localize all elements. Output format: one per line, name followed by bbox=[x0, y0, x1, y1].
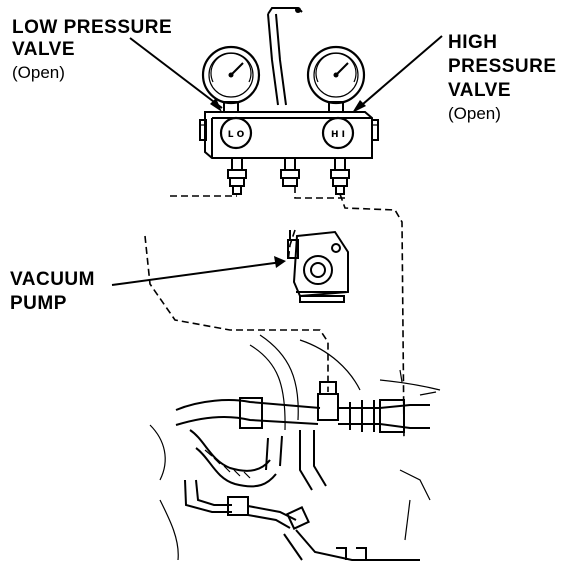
high-pressure-valve-title-line1: HIGH bbox=[448, 32, 498, 53]
low-pressure-valve-title-line2: VALVE bbox=[12, 39, 76, 60]
low-pressure-valve-title-line1: LOW PRESSURE bbox=[12, 17, 173, 38]
tee-fitting bbox=[317, 381, 339, 421]
manifold-fittings bbox=[227, 158, 350, 195]
low-pressure-gauge bbox=[201, 45, 261, 113]
high-pressure-gauge bbox=[306, 45, 366, 113]
label-pointers bbox=[111, 35, 443, 286]
low-pressure-valve-state: (Open) bbox=[12, 63, 65, 82]
vacuum-pump-title-line2: PUMP bbox=[10, 293, 67, 314]
vacuum-pump bbox=[287, 230, 349, 303]
vacuum-pump-title-line1: VACUUM bbox=[10, 269, 95, 290]
high-pressure-knob: H I bbox=[321, 116, 355, 150]
high-pressure-valve-title-line3: VALVE bbox=[448, 80, 512, 101]
low-pressure-knob: L O bbox=[219, 116, 253, 150]
high-knob-label: H I bbox=[331, 130, 345, 140]
engine-bay-lines bbox=[149, 334, 441, 561]
hanger-hook bbox=[267, 7, 303, 106]
low-knob-label: L O bbox=[228, 130, 245, 140]
high-pressure-valve-title-line2: PRESSURE bbox=[448, 56, 557, 77]
hoses bbox=[144, 186, 405, 441]
high-pressure-valve-state: (Open) bbox=[448, 104, 501, 123]
